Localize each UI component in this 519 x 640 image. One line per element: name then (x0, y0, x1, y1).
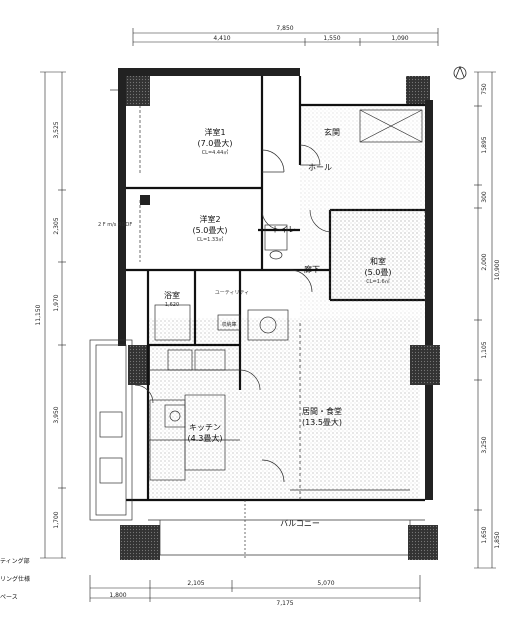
room-toilet: トイレ (272, 225, 296, 234)
room-labels: 洋室1 (7.0畳大) CL=4.44㎡ 洋室2 (5.0畳大) CL=1.33… (98, 127, 391, 528)
left-dimension-lines (40, 71, 66, 559)
room-western1-code: CL=4.44㎡ (202, 149, 229, 156)
door-swings (134, 144, 331, 483)
dim-bottom-b: 5,070 (317, 580, 334, 587)
exterior-walls (118, 68, 440, 560)
dim-bottom-total: 7,175 (276, 600, 293, 607)
dim-left-5: 1,700 (53, 511, 60, 528)
room-entrance: 玄関 (324, 127, 340, 137)
dim-right-6: 3,250 (481, 436, 488, 453)
dim-top-total: 7,850 (276, 25, 293, 32)
dim-right-8: 1,850 (494, 531, 501, 548)
dim-left-total: 11,150 (35, 304, 42, 325)
room-western1-name: 洋室1 (204, 127, 225, 137)
room-kitchen-size: (4.3畳大) (188, 433, 223, 443)
dim-left-3: 1,970 (53, 294, 60, 311)
room-bath: 浴室 (164, 290, 180, 300)
dim-right-2: 1,895 (481, 136, 488, 153)
dim-left-4: 3,950 (53, 406, 60, 423)
room-japanese-name: 和室 (370, 256, 386, 266)
dim-right-5: 1,105 (481, 341, 488, 358)
room-western1-size: (7.0畳大) (198, 138, 233, 148)
dim-top-b: 1,550 (323, 35, 340, 42)
room-japanese-code: CL=1.6㎡ (366, 278, 389, 285)
legend-item-2: リング仕様 (0, 575, 30, 583)
dim-left-1: 3,525 (53, 121, 60, 138)
room-japanese-size: (5.0畳) (365, 268, 392, 277)
dim-right-4: 2,000 (481, 253, 488, 270)
hall-floor (300, 105, 430, 320)
dim-top-c: 1,090 (391, 35, 408, 42)
legend-item-3: ペース (0, 594, 18, 601)
right-dimension-lines (474, 71, 496, 569)
top-dimension-lines (132, 28, 439, 46)
room-western2-size: (5.0畳大) (193, 225, 228, 235)
north-arrow-icon (453, 65, 467, 80)
room-western2-name: 洋室2 (199, 214, 220, 224)
legend-item-1: ティング部 (0, 557, 30, 565)
roof-note: 2 F m/s ROOF (98, 222, 132, 228)
dim-right-7: 1,650 (481, 526, 488, 543)
room-balcony: バルコニー (280, 519, 320, 528)
dim-top-a: 4,410 (213, 35, 230, 42)
dim-bottom-a: 2,105 (187, 580, 204, 587)
dim-right-total: 10,900 (494, 259, 501, 280)
dim-bottom-left: 1,800 (109, 592, 126, 599)
dim-left-2: 2,305 (53, 217, 60, 234)
room-western2-code: CL=1.33㎡ (197, 236, 224, 243)
room-storage: 収納庫 (221, 321, 236, 328)
bottom-dimension-lines (89, 575, 421, 602)
legend: ティング部 リング仕様 ペース (0, 557, 30, 601)
room-hall: ホール (308, 163, 332, 172)
room-hallway: 廊下 (304, 264, 320, 274)
dim-right-1: 750 (481, 83, 488, 95)
detail-lines (89, 89, 426, 560)
room-living-size: (13.5畳大) (302, 417, 342, 427)
room-kitchen-name: キッチン (189, 423, 221, 432)
dim-right-3: 300 (481, 191, 488, 203)
room-utility: ユーティリティ (215, 290, 249, 296)
room-bath-code: 1,620 (165, 302, 179, 308)
room-living-name: 居間・食堂 (302, 406, 342, 416)
